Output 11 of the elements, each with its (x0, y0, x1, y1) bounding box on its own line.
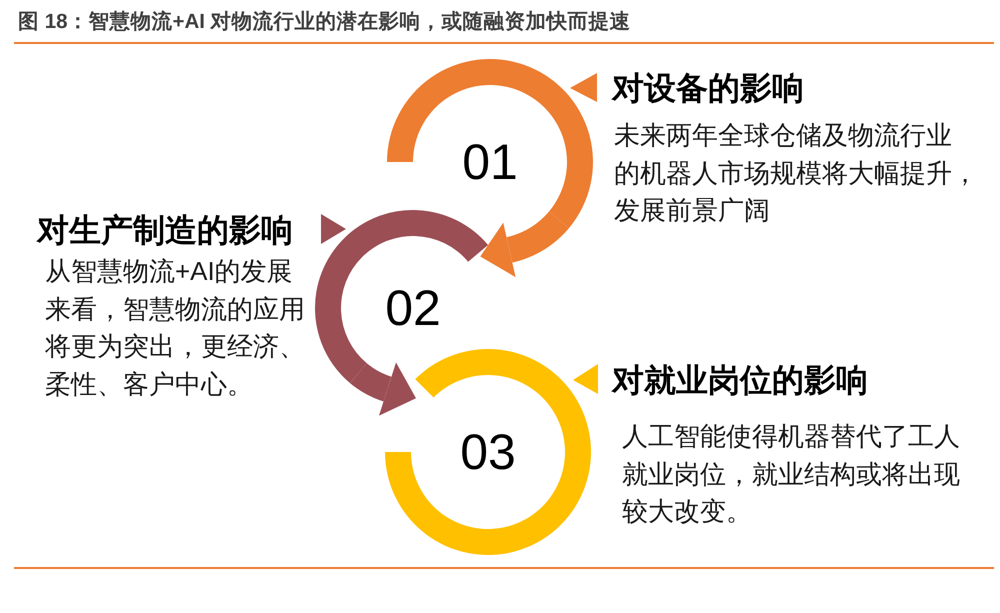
description-text: 未来两年全球仓储及物流行业的机器人市场规模将大幅提升，发展前景广阔 (614, 119, 969, 227)
step-number: 03 (460, 427, 516, 477)
description-text: 人工智能使得机器替代了工人就业岗位，就业结构或将出现较大改变。 (622, 420, 961, 528)
section-heading: 对生产制造的影响 (37, 211, 294, 249)
section-heading: 对就业岗位的影响 (612, 361, 869, 399)
ring-arc (385, 349, 591, 555)
step-number: 02 (385, 283, 441, 333)
description-text: 从智慧物流+AI的发展来看，智慧物流的应用将更为突出，更经济、柔性、客户中心。 (45, 255, 306, 400)
section-heading: 对设备的影响 (612, 69, 805, 107)
figure-title: 图 18：智慧物流+AI 对物流行业的潜在影响，或随融资加快而提速 (18, 9, 631, 35)
step-number: 01 (462, 137, 518, 187)
